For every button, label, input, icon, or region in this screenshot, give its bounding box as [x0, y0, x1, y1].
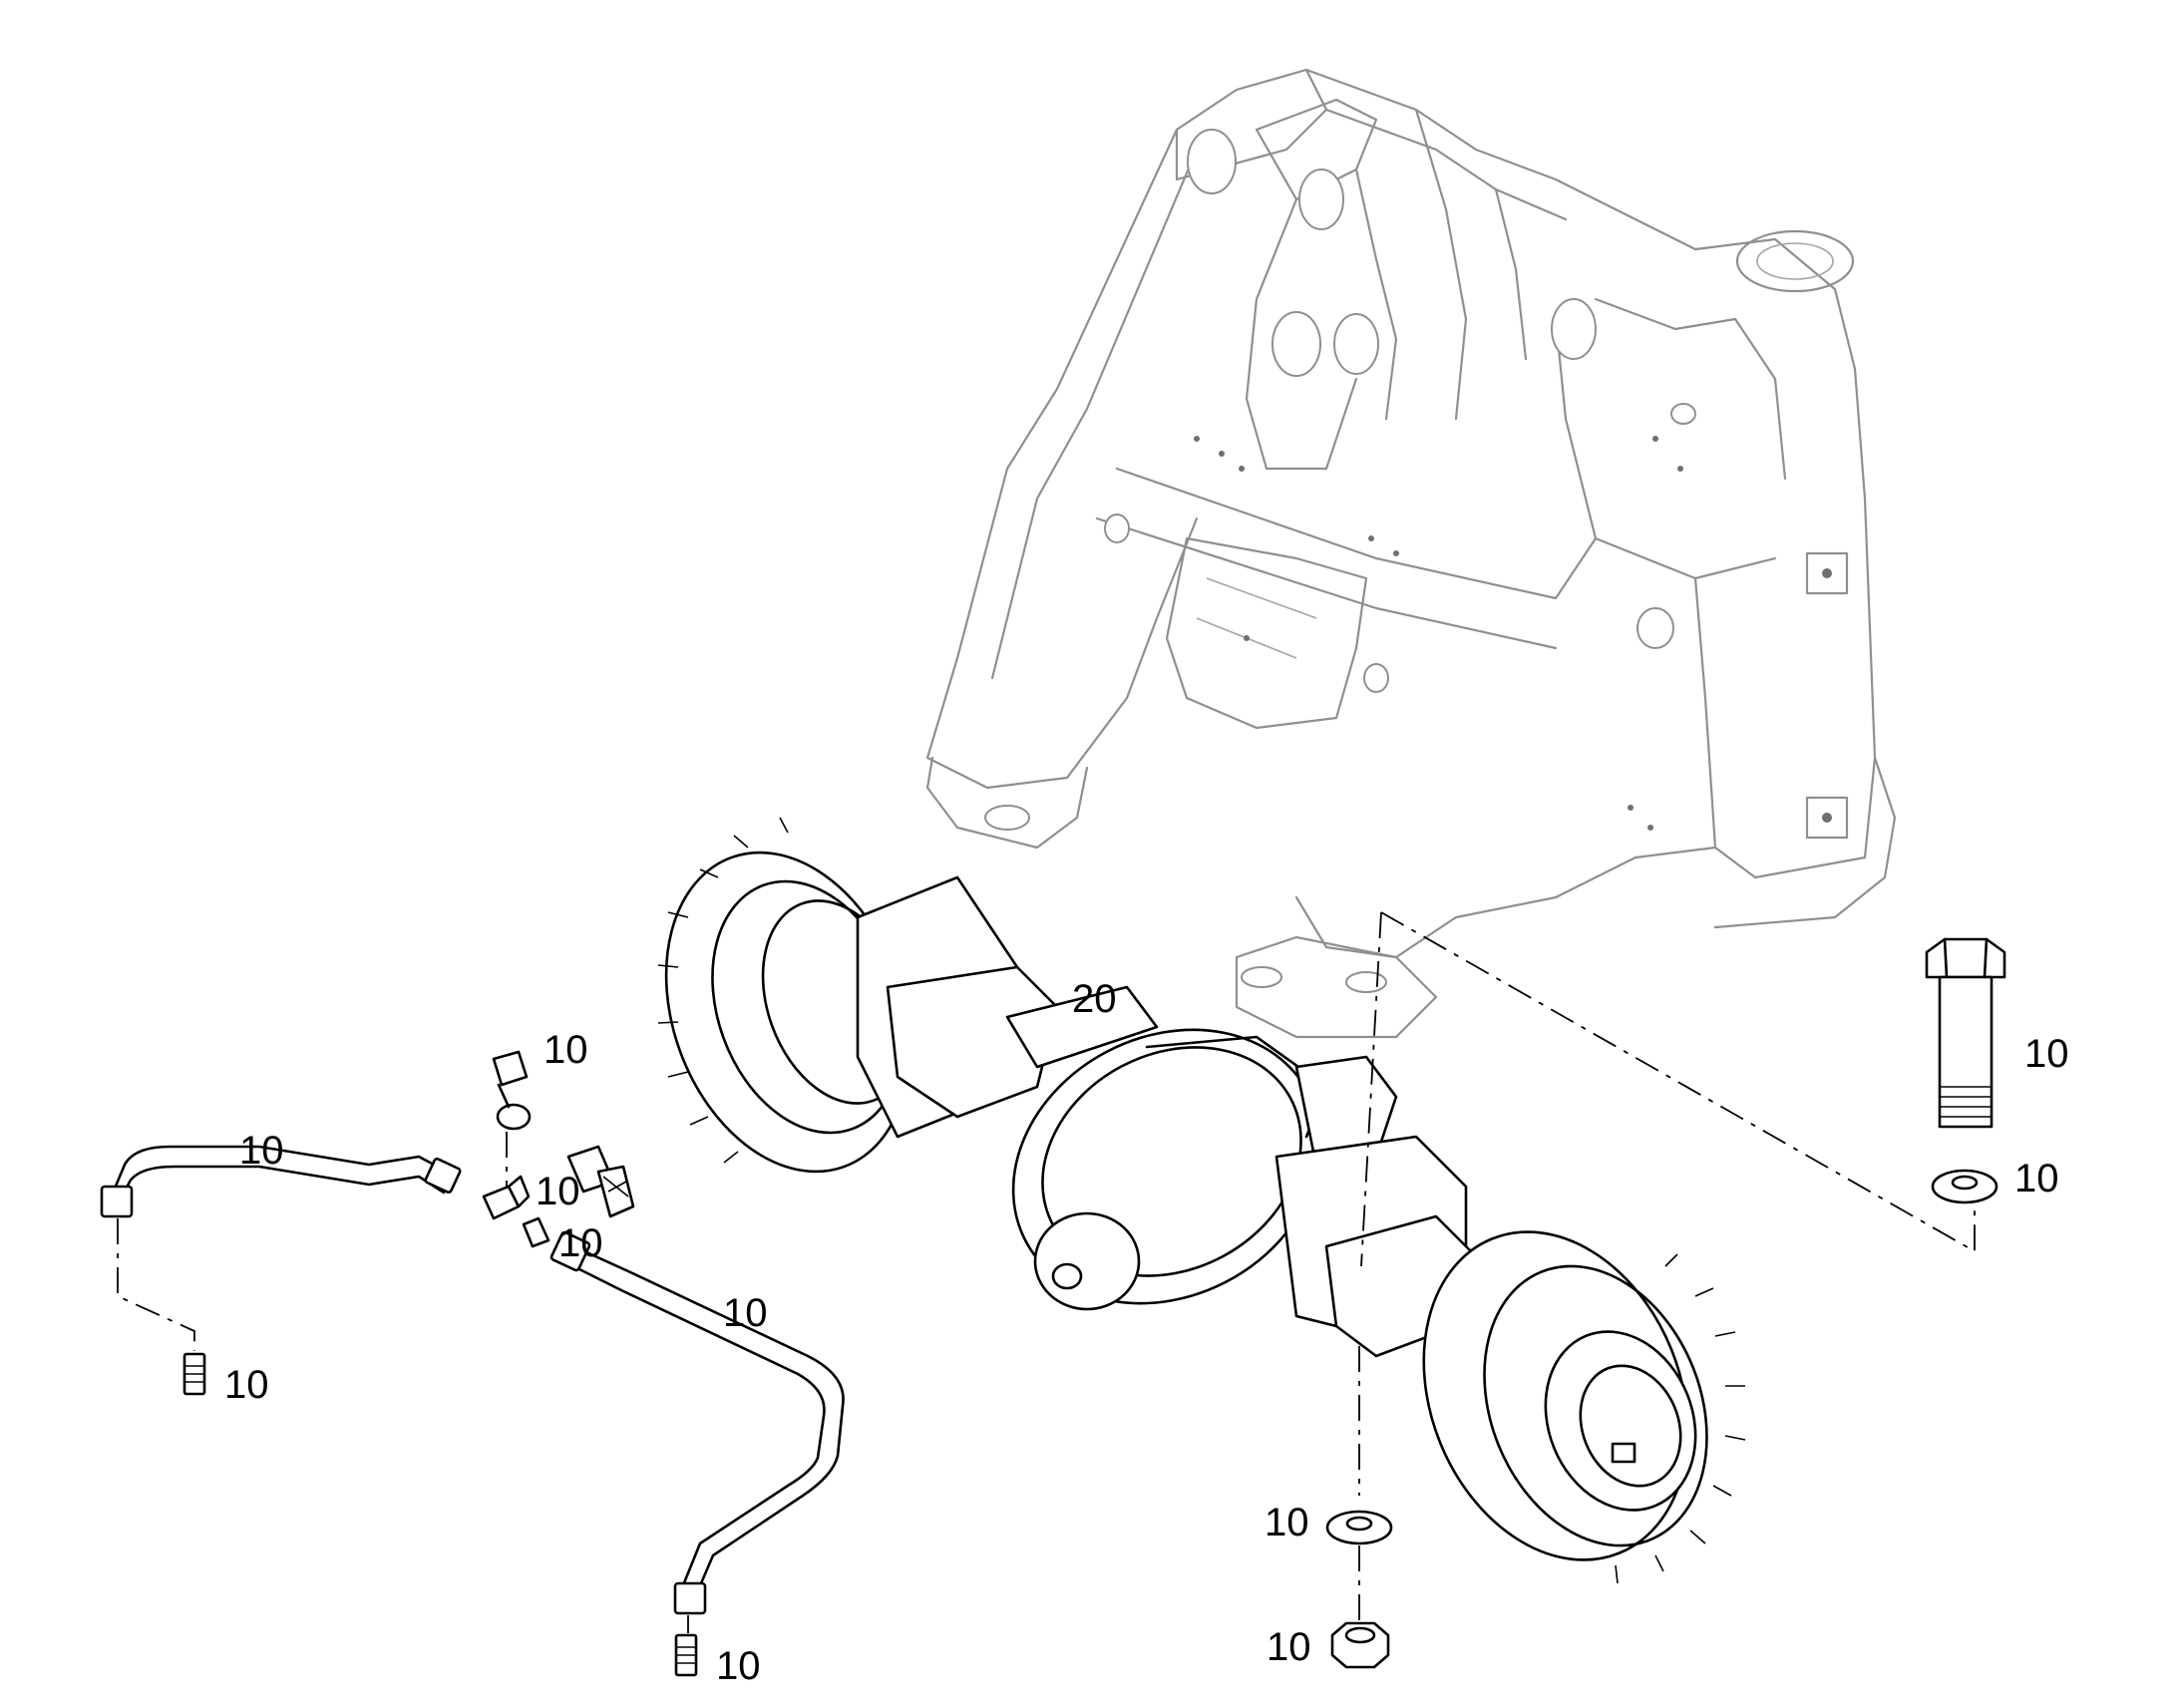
- hex-bolt: [1925, 937, 2006, 1129]
- callout-brake-line-upper: 10: [239, 1129, 284, 1173]
- callout-labels: 10 10 10 10 10 10 10 10 10 10 10 20: [224, 977, 2069, 1688]
- adapter-left: [182, 1352, 206, 1396]
- callout-axle-assembly: 20: [1072, 977, 1117, 1021]
- callout-banjo-fitting: 10: [544, 1028, 588, 1072]
- washer-right: [1931, 1169, 1998, 1204]
- callout-adapter-bottom: 10: [716, 1644, 761, 1688]
- tee-fitting: [482, 1175, 550, 1248]
- callout-adapter-left: 10: [224, 1363, 269, 1407]
- callout-bleeder-valve: 10: [558, 1221, 603, 1265]
- callout-hex-nut: 10: [1267, 1625, 1311, 1669]
- banjo-fitting: [492, 1050, 532, 1131]
- callout-hex-bolt: 10: [2024, 1032, 2069, 1076]
- brake-line-upper: [100, 1145, 462, 1218]
- callout-washer-bottom: 10: [1265, 1501, 1309, 1544]
- front-frame: [925, 68, 1897, 1039]
- bleeder-valve: [566, 1145, 635, 1218]
- washer-bottom: [1325, 1510, 1393, 1545]
- callout-tee-fitting: 10: [536, 1170, 580, 1213]
- callout-washer-right: 10: [2014, 1157, 2059, 1200]
- brake-line-lower: [549, 1230, 845, 1615]
- right-hub-studs: [1615, 1253, 1746, 1584]
- left-hub-studs: [657, 817, 789, 1164]
- leader-lines: [117, 911, 1976, 1633]
- adapter-bottom: [674, 1633, 698, 1677]
- axle-assembly: [657, 817, 1746, 1584]
- callout-brake-line-lower: 10: [723, 1291, 768, 1335]
- hex-nut: [1330, 1621, 1390, 1669]
